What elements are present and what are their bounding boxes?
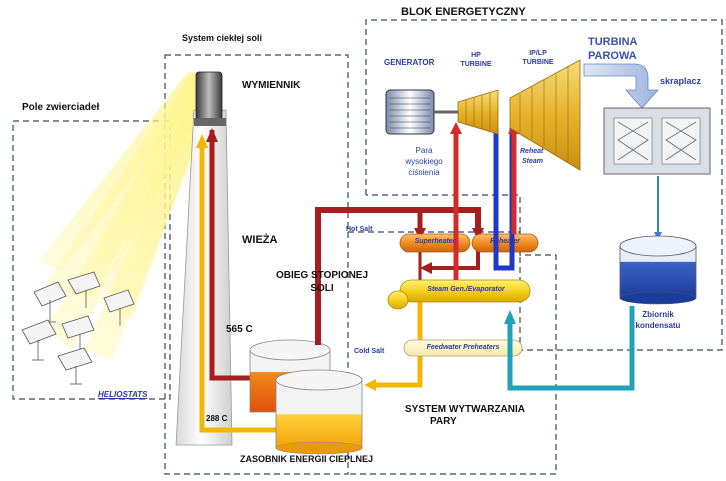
- iplp-turbine: [509, 59, 581, 171]
- generator-label: GENERATOR: [384, 58, 435, 67]
- tower-cold-pipe: [199, 140, 280, 433]
- hp-turbine-blades: [465, 92, 491, 132]
- hot-temp-label: 565 C: [226, 324, 253, 335]
- condenser-pattern: [617, 121, 697, 161]
- hp-turbine-label-1: HP: [471, 52, 481, 59]
- receiver-base: [194, 118, 226, 126]
- light-beams: [38, 72, 220, 360]
- condensate-arrow: [504, 310, 516, 324]
- power-block-box: [365, 19, 723, 351]
- condensate-tank-label-1: Zbiornik: [642, 310, 674, 319]
- reheater-return-arrow: [420, 262, 432, 274]
- heliostats: [21, 271, 135, 385]
- tower-system-box: [164, 54, 349, 475]
- iplp-turbine-label-2: TURBINE: [522, 59, 554, 66]
- mirror-field-title: Pole zwierciadeł: [22, 102, 100, 113]
- storage-label: ZASOBNIK ENERGII CIEPLNEJ: [240, 454, 374, 464]
- power-block-title: BLOK ENERGETYCZNY: [401, 6, 526, 18]
- condenser-cell-left: [613, 117, 653, 165]
- reheater: [471, 233, 539, 253]
- condensate-tank: [619, 235, 697, 305]
- steam-turbine-label-1: TURBINA: [588, 36, 638, 48]
- feedwater-preheaters: [403, 339, 523, 357]
- reheat-steam-label-2: Steam: [522, 158, 544, 165]
- condensate-tank-label-2: kondensatu: [635, 321, 681, 330]
- hp-steam-label-1: Para: [415, 146, 433, 155]
- steam-system-label-2: PARY: [430, 416, 457, 427]
- generator: [385, 89, 435, 135]
- superheater: [399, 233, 471, 253]
- superheater-label: Superheater: [414, 238, 456, 245]
- hot-salt-arrow-2: [472, 228, 484, 240]
- hot-salt-label: Hot Salt: [346, 226, 373, 233]
- tower-hot-pipe: [209, 130, 250, 381]
- steam-turbine-label-2: PAROWA: [588, 50, 637, 62]
- cold-salt-pipe: [372, 300, 423, 388]
- mirror-field-box: [12, 120, 171, 400]
- hp-steam-label-3: ciśnienia: [408, 168, 440, 177]
- cold-salt-label: Cold Salt: [354, 348, 385, 355]
- steam-system-label-1: SYSTEM WYTWARZANIA: [405, 404, 525, 415]
- exchanger-label: WYMIENNIK: [242, 80, 301, 91]
- condensate-pipe: [507, 306, 635, 391]
- cold-temp-label: 288 C: [206, 414, 228, 423]
- hp-steam-arrow: [450, 122, 462, 134]
- reheater-label: Reheater: [490, 238, 520, 245]
- tower-label: WIEŻA: [242, 234, 278, 246]
- reheat-steam-label-1: Reheat: [520, 148, 544, 155]
- iplp-turbine-label-1: IP/LP: [529, 50, 547, 57]
- steam-generator-dome: [387, 290, 409, 310]
- salt-loop-label-2: SOLI: [310, 283, 334, 294]
- condenser-label: skraplacz: [660, 76, 702, 86]
- hot-salt-pipe: [315, 207, 481, 345]
- heliostats-label: HELIOSTATS: [98, 390, 148, 399]
- steam-generator-label: Steam Gen./Evaporator: [427, 286, 505, 293]
- steam-to-condenser-arrow: [583, 63, 659, 109]
- hp-turbine: [457, 89, 499, 135]
- steam-system-box: [348, 231, 557, 475]
- hp-turbine-label-2: TURBINE: [460, 61, 492, 68]
- cold-pipe-up-arrowhead: [196, 134, 208, 148]
- hot-pipe-up-arrowhead: [206, 128, 218, 142]
- cold-salt-arrow: [364, 379, 376, 391]
- salt-loop-label-1: OBIEG STOPIONEJ: [275, 270, 369, 281]
- feedwater-label: Feedwater Preheaters: [426, 344, 500, 351]
- cold-storage-tank: [275, 369, 363, 455]
- reheater-return: [430, 250, 480, 270]
- iplp-turbine-blades: [519, 66, 569, 162]
- condenser-cell-right: [661, 117, 701, 165]
- receiver: [195, 71, 223, 121]
- salt-system-title: System ciekłej soli: [182, 33, 263, 43]
- hp-steam-label-2: wysokiego: [405, 157, 443, 166]
- generator-ribs: [390, 97, 430, 129]
